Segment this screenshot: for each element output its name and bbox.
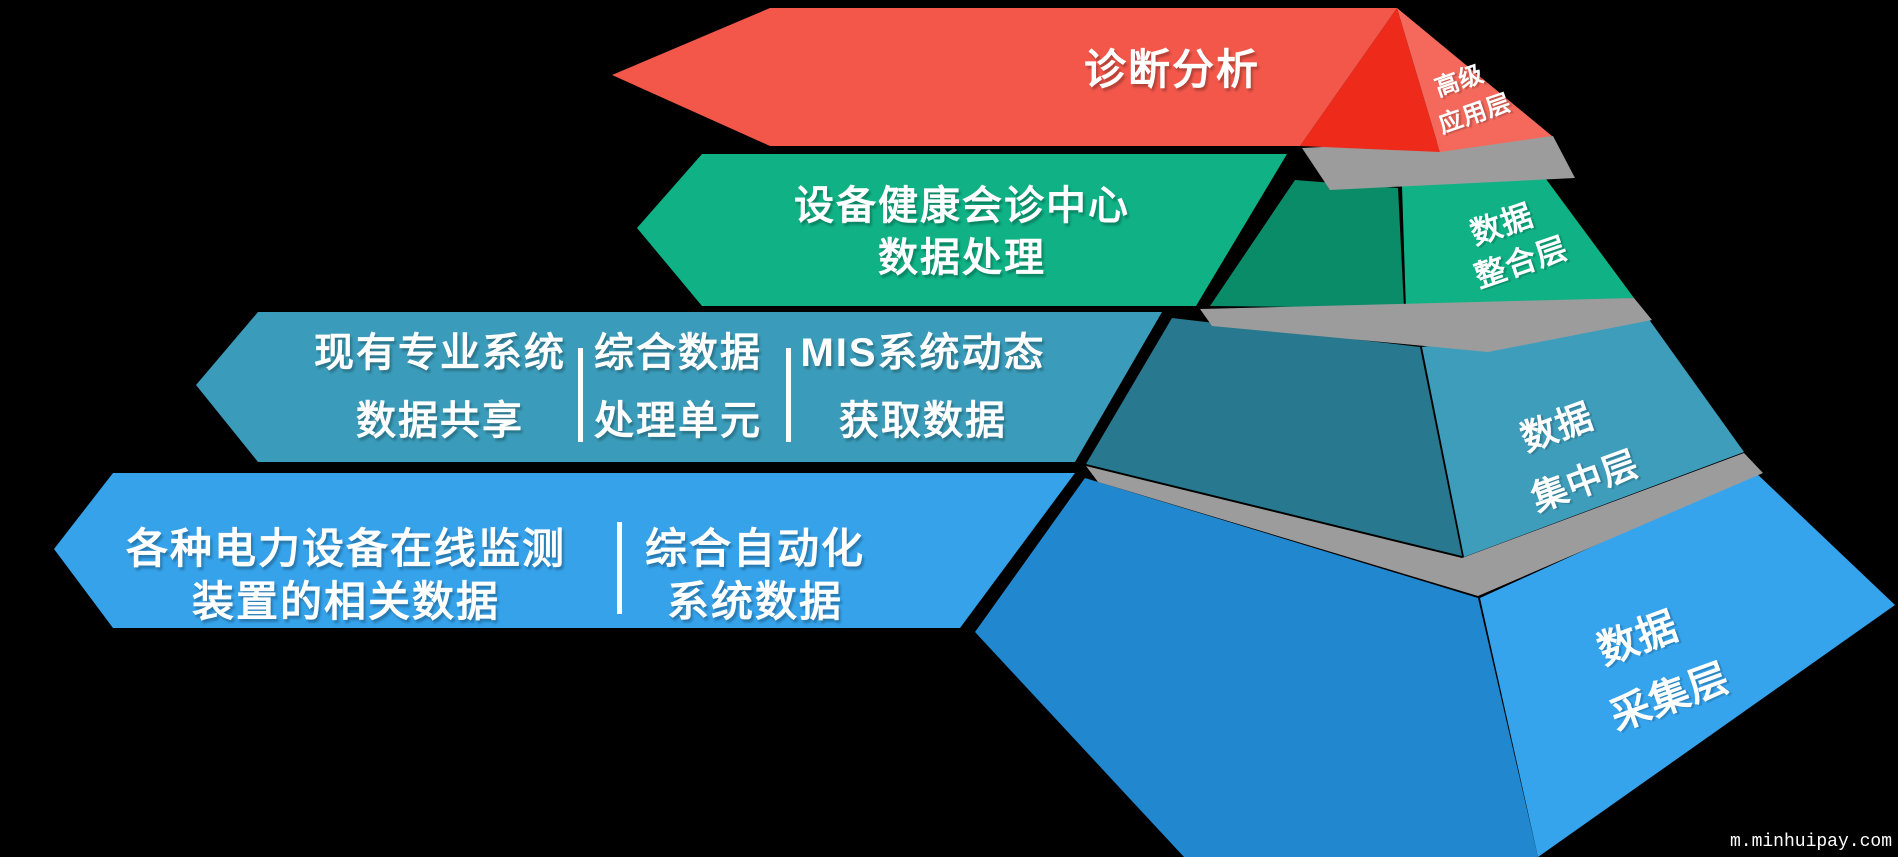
level4-col1-line2: 装置的相关数据 [192, 578, 500, 625]
level3-col3-line2: 获取数据 [839, 399, 1007, 443]
apex-front-face [1300, 8, 1440, 152]
separator-level2-3 [1200, 298, 1652, 352]
level3-col2-line2: 处理单元 [594, 399, 762, 443]
apex-side-face [1397, 8, 1552, 152]
level4-band [54, 473, 1075, 628]
level4-col1-line1: 各种电力设备在线监测 [126, 525, 566, 572]
watermark-text: m.minhuipay.com [1730, 832, 1892, 852]
level2-side-face [1402, 152, 1634, 310]
level4-front-face [975, 478, 1538, 857]
level4-col2-line2: 系统数据 [667, 578, 843, 625]
level1-band [612, 8, 1397, 146]
level1-band-label: 诊断分析 [1084, 46, 1260, 93]
level3-side-face [1422, 318, 1744, 557]
level2-band [637, 154, 1287, 306]
level2-band-label-line1: 设备健康会诊中心 [794, 184, 1130, 228]
level2-front-face [1210, 180, 1404, 308]
level4-col2-line1: 综合自动化 [645, 525, 865, 572]
separator-level3-4 [1086, 453, 1763, 596]
level4-side-face [1480, 472, 1895, 857]
level3-front-face [1086, 318, 1462, 556]
separator-level1-2 [1302, 136, 1575, 190]
level3-divider-2 [786, 348, 791, 442]
level3-col3-line1: MIS系统动态 [800, 331, 1045, 375]
level3-band [196, 312, 1162, 462]
level3-col2-line1: 综合数据 [594, 331, 762, 375]
level4-divider-1 [617, 522, 622, 614]
level3-col1-line1: 现有专业系统 [314, 331, 566, 375]
level3-col1-line2: 数据共享 [356, 399, 524, 443]
level3-divider-1 [578, 348, 583, 442]
level2-band-label-line2: 数据处理 [878, 236, 1046, 280]
